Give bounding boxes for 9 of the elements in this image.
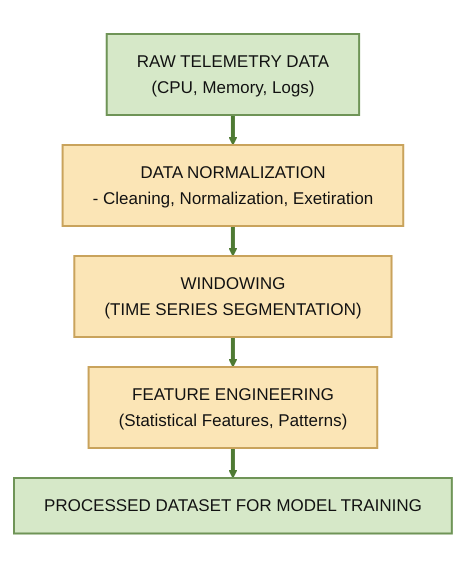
arrow	[228, 448, 237, 478]
node-box: PROCESSED DATASET FOR MODEL TRAINING	[12, 476, 452, 534]
arrow	[228, 226, 237, 256]
node-box: WINDOWING (TIME SERIES SEGMENTATION)	[72, 254, 392, 338]
node-box: FEATURE ENGINEERING (Statistical Features, Patterns)	[87, 366, 378, 449]
node-box: RAW TELEMETRY DATA (CPU, Memory, Logs)	[105, 32, 360, 116]
arrow	[228, 336, 237, 368]
arrow	[228, 114, 237, 146]
node-box: DATA NORMALIZATION - Cleaning, Normalization, Exetiration	[61, 144, 404, 227]
